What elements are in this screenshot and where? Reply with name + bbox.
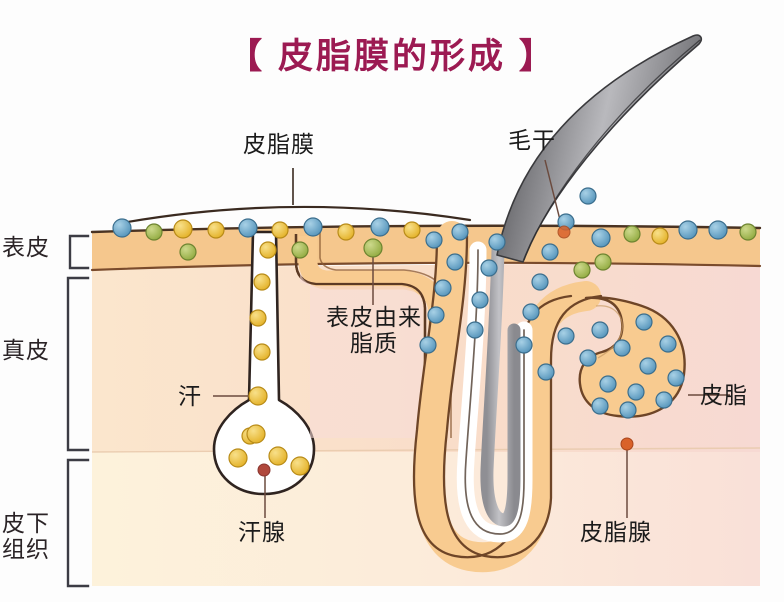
bracket-dermis xyxy=(66,276,90,452)
hair-shaft xyxy=(496,34,702,263)
hair-shaft-marker xyxy=(557,225,571,239)
callout-sebaceous-gland: 皮脂腺 xyxy=(580,519,652,545)
sweat-gland-dots xyxy=(228,424,310,477)
layer-label-subcutaneous: 皮下 组织 xyxy=(2,510,50,563)
layer-label-subcutaneous-line2: 组织 xyxy=(2,536,50,563)
callout-epidermal-lipids: 表皮由来 脂质 xyxy=(314,304,434,357)
callout-hair-shaft: 毛干 xyxy=(508,127,556,153)
sebaceous-gland-marker xyxy=(620,437,634,451)
page-title: 【 皮脂膜的形成 】 xyxy=(227,37,557,76)
layer-brackets xyxy=(66,234,90,588)
sweat-gland-structure xyxy=(212,230,316,496)
callout-sweat-gland: 汗腺 xyxy=(238,519,286,545)
callout-sweat: 汗 xyxy=(178,383,202,409)
sweat-gland-marker xyxy=(257,463,271,477)
surface-dots-right xyxy=(591,220,757,271)
hair-root xyxy=(480,243,521,527)
callout-sebum: 皮脂 xyxy=(700,382,748,408)
callout-epidermal-lipids-line2: 脂质 xyxy=(350,329,398,356)
layer-label-dermis: 真皮 xyxy=(2,337,50,363)
sebaceous-gland-dots xyxy=(579,313,685,451)
surface-dots-left xyxy=(112,217,421,261)
bracket-epidermis xyxy=(68,234,90,270)
callout-sebum-film: 皮脂膜 xyxy=(243,131,315,157)
layer-label-subcutaneous-line1: 皮下 xyxy=(2,510,50,536)
bracket-subcutaneous xyxy=(66,458,90,588)
sebum-dots-follicle xyxy=(419,187,597,381)
layer-label-epidermis: 表皮 xyxy=(2,234,50,260)
sebum-film-bracket xyxy=(114,205,472,226)
callout-epidermal-lipids-line1: 表皮由来 xyxy=(326,304,422,330)
